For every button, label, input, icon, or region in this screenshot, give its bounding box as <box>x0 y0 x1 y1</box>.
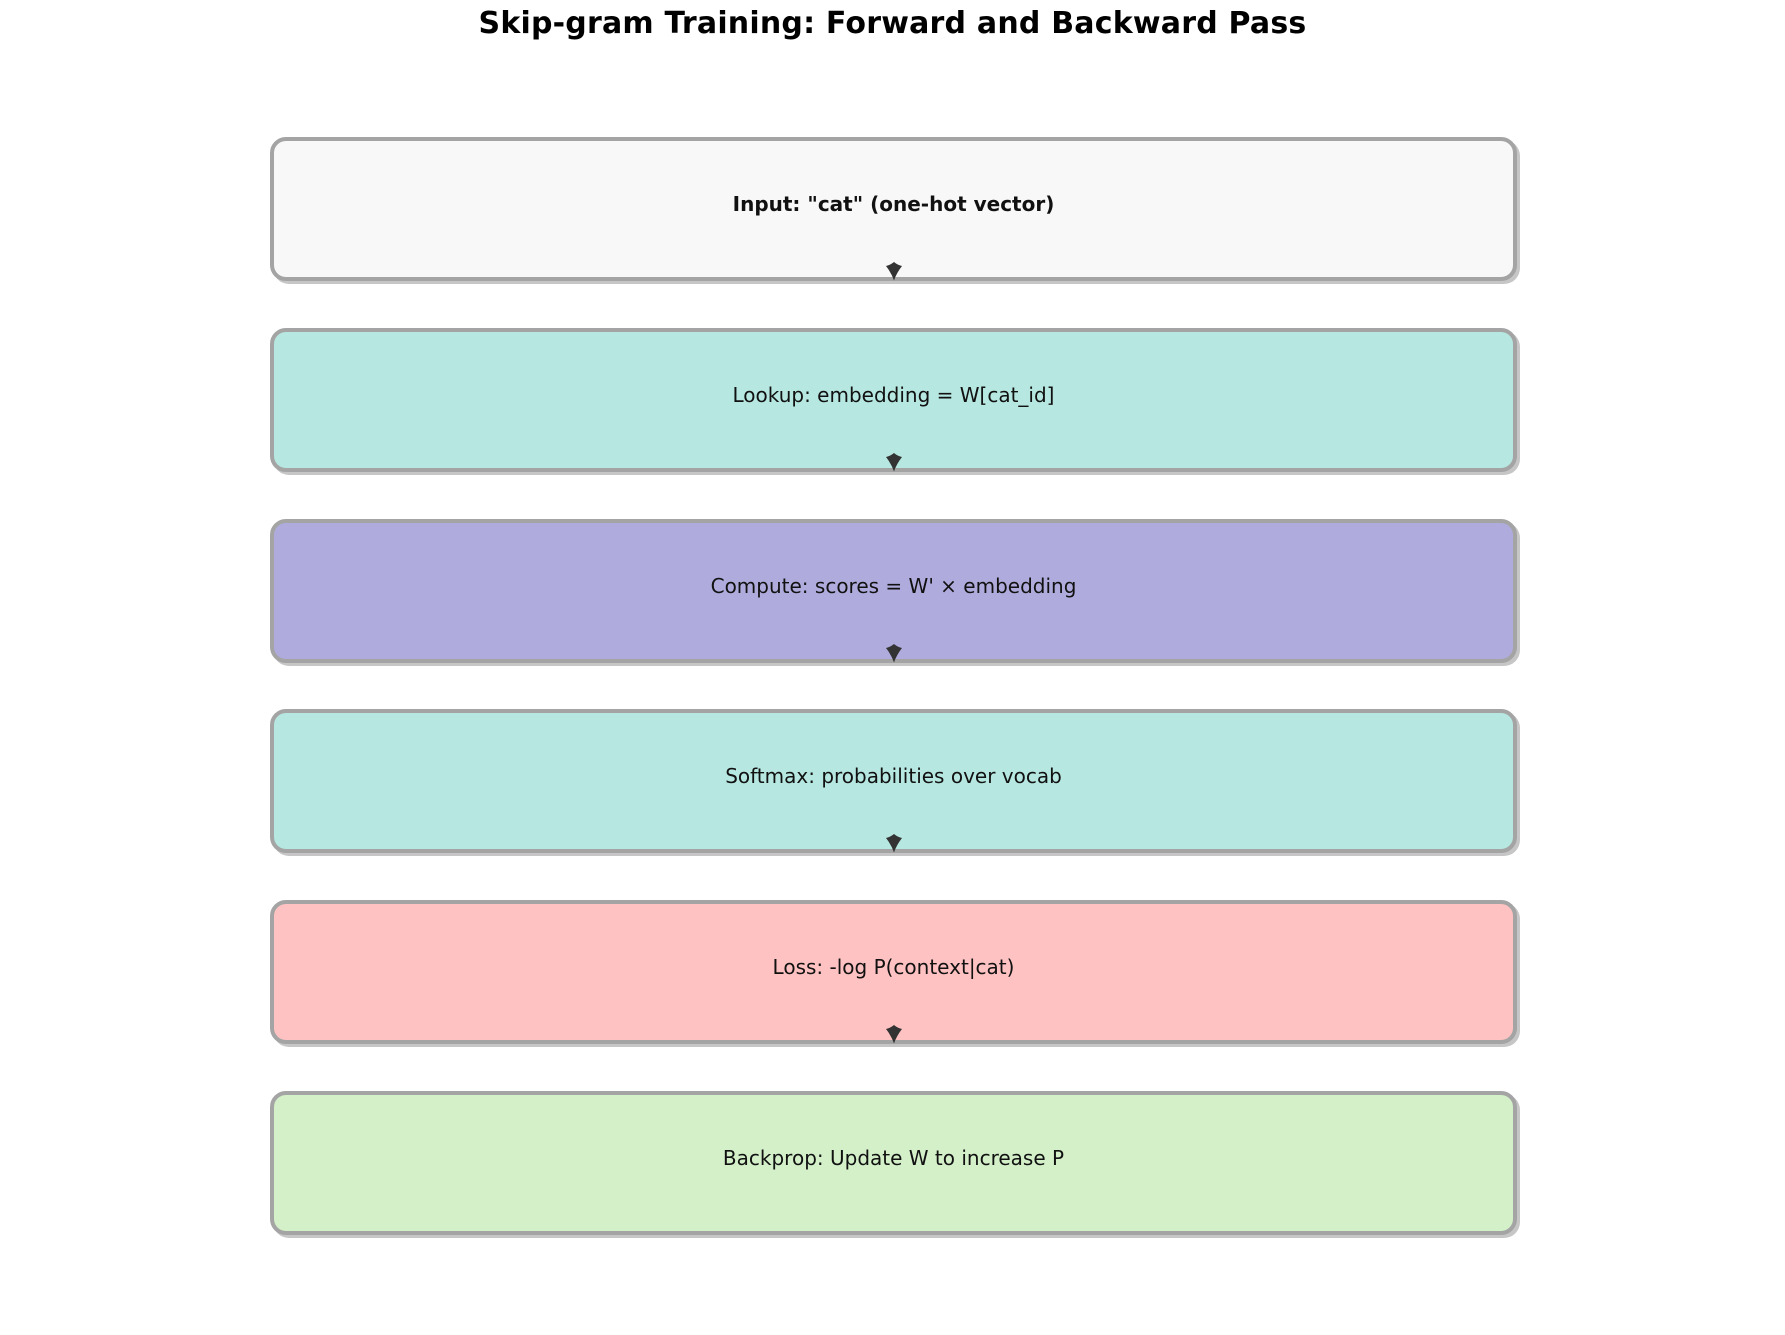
flow-box-input: Input: "cat" (one-hot vector) <box>270 137 1517 281</box>
down-arrowhead-shape <box>885 262 902 281</box>
flow-box-loss: Loss: -log P(context|cat) <box>270 900 1517 1044</box>
down-arrowhead-shape <box>885 453 902 472</box>
flow-box-compute-label: Compute: scores = W' × embedding <box>710 574 1077 598</box>
flow-box-input-label: Input: "cat" (one-hot vector) <box>732 192 1055 216</box>
down-arrowhead-icon <box>885 453 902 472</box>
flow-box-softmax-label: Softmax: probabilities over vocab <box>725 764 1062 788</box>
flow-box-loss-label: Loss: -log P(context|cat) <box>772 955 1015 979</box>
down-arrowhead-shape <box>885 834 902 853</box>
down-arrowhead-shape <box>885 1025 902 1044</box>
down-arrowhead-shape <box>885 644 902 663</box>
down-arrowhead-icon <box>885 834 902 853</box>
flow-box-compute: Compute: scores = W' × embedding <box>270 519 1517 663</box>
flow-box-backprop: Backprop: Update W to increase P <box>270 1091 1517 1235</box>
flow-box-lookup: Lookup: embedding = W[cat_id] <box>270 328 1517 472</box>
down-arrowhead-icon <box>885 1025 902 1044</box>
down-arrowhead-icon <box>885 262 902 281</box>
flow-box-softmax: Softmax: probabilities over vocab <box>270 709 1517 853</box>
flow-box-lookup-label: Lookup: embedding = W[cat_id] <box>732 383 1055 407</box>
flow-box-backprop-label: Backprop: Update W to increase P <box>722 1146 1065 1170</box>
down-arrowhead-icon <box>885 644 902 663</box>
diagram-title: Skip-gram Training: Forward and Backward… <box>478 6 1307 41</box>
